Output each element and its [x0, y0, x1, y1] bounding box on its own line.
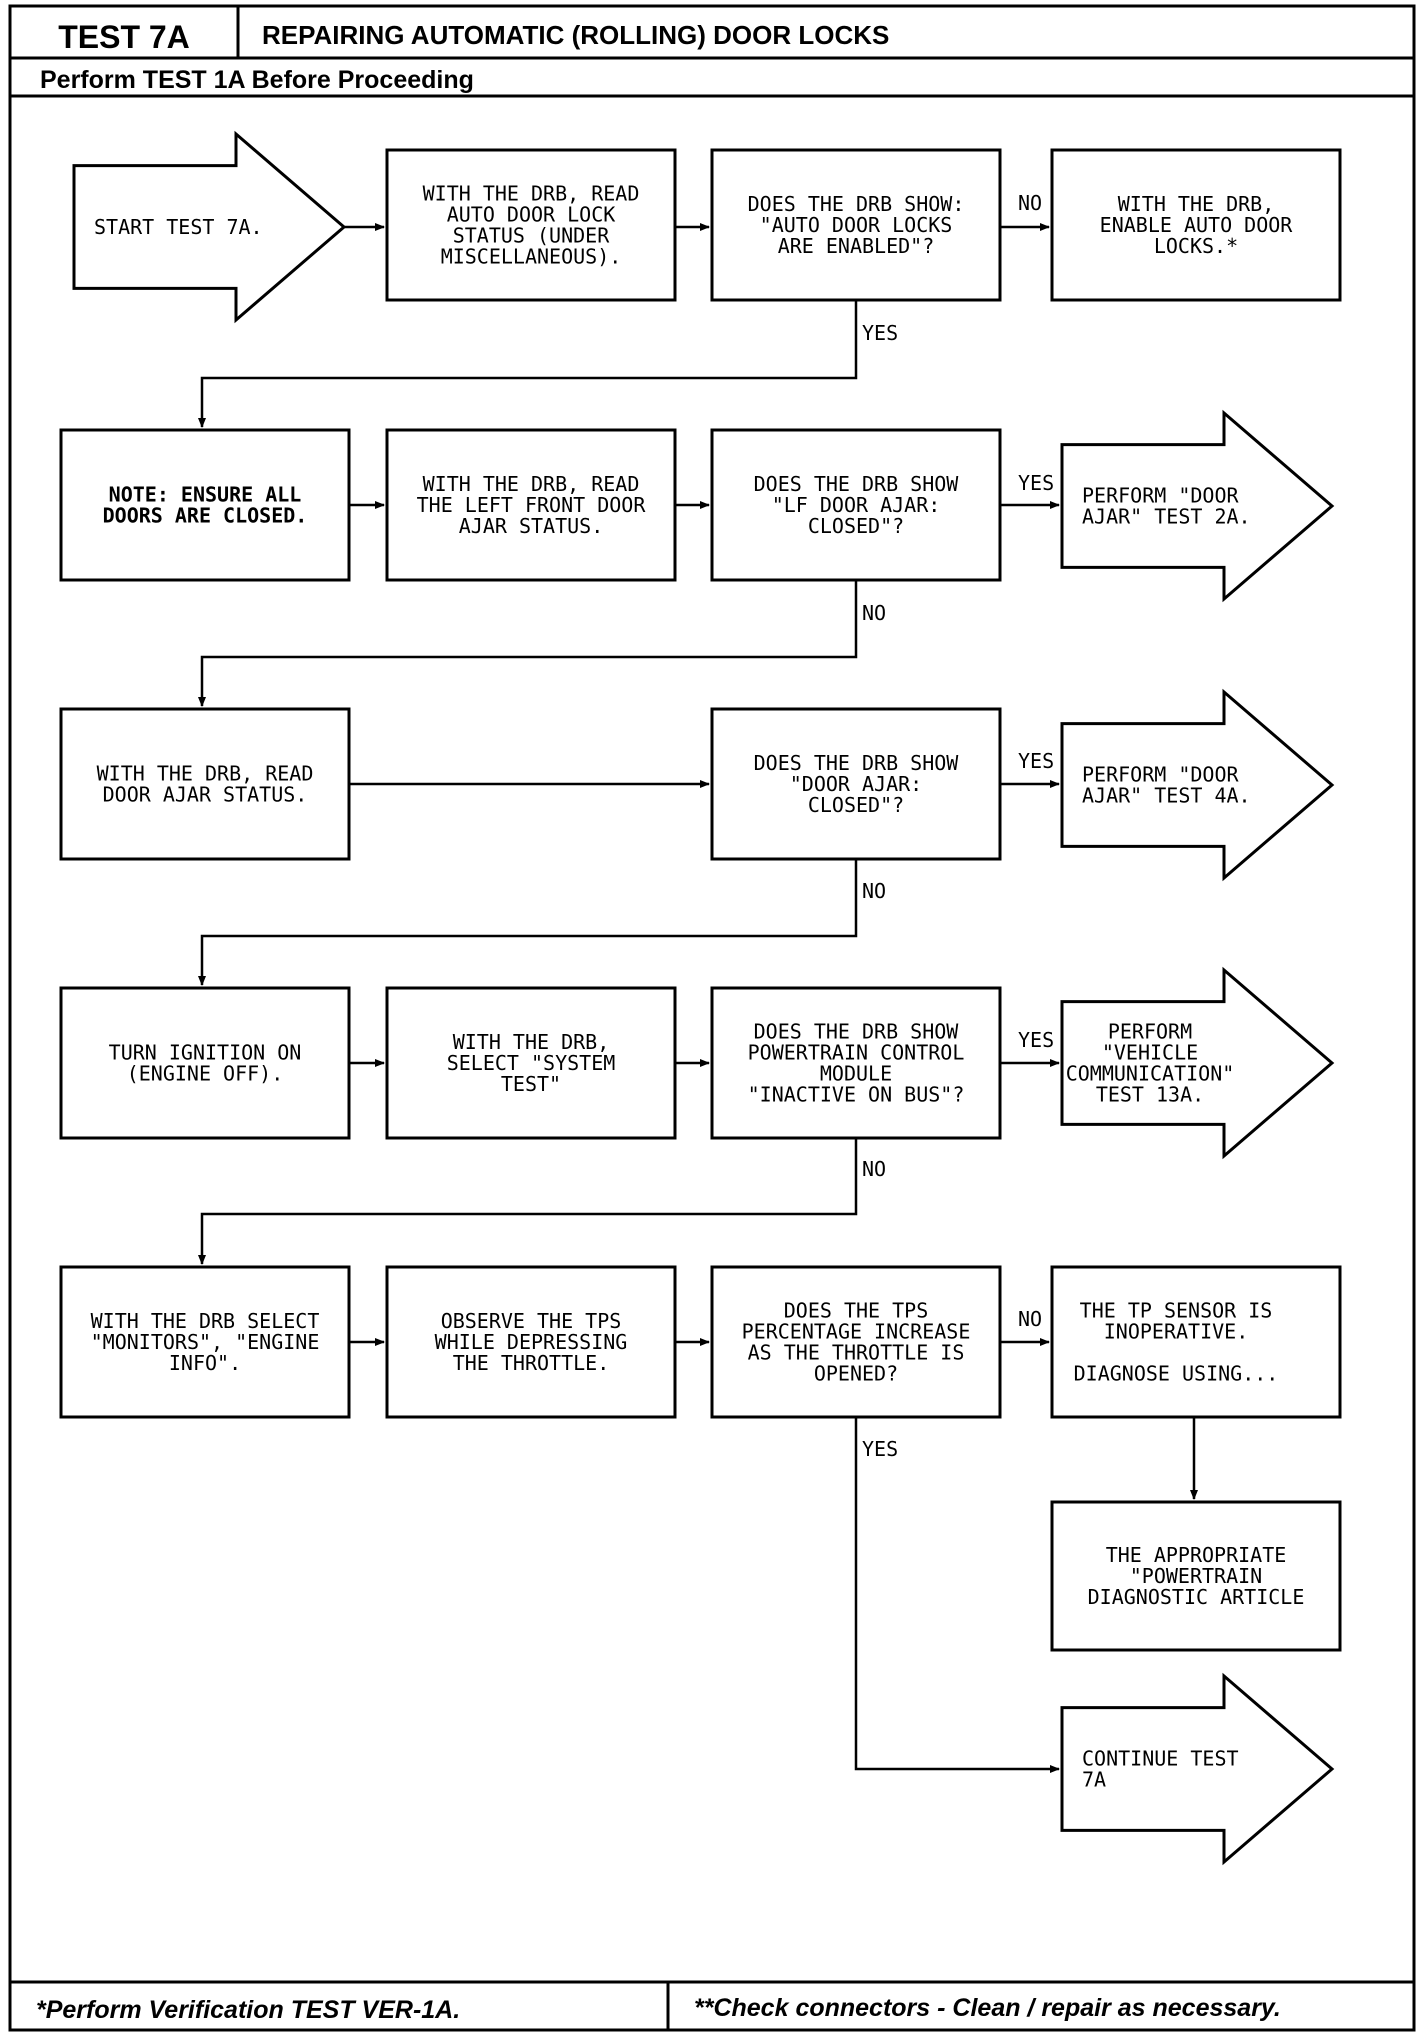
connector-arrow: [198, 300, 858, 428]
flowchart-shapes: [59, 130, 1342, 1866]
node-read-door-ajar-box: [59, 707, 351, 861]
node-note-closed-box: [59, 428, 351, 582]
node-continue-7a-arrow-shape: [1060, 1672, 1335, 1866]
node-select-system-test-box: [385, 986, 677, 1140]
connector-arrow: [198, 859, 858, 986]
footer-note-right: **Check connectors - Clean / repair as n…: [694, 1994, 1281, 2022]
node-tp-inoperative-box: [1050, 1265, 1342, 1419]
node-ignition-on-box: [59, 986, 351, 1140]
branch-label-no-2: NO: [862, 601, 886, 625]
node-q-pcm-inactive-box: [710, 986, 1002, 1140]
branch-label-no-4: NO: [862, 1157, 886, 1181]
branch-label-yes-3: YES: [1018, 749, 1054, 773]
node-q-door-closed-box: [710, 707, 1002, 861]
flowchart-connectors: [198, 223, 1198, 1773]
connector-arrow: [854, 1417, 1060, 1773]
node-appropriate-article-box: [1050, 1500, 1342, 1652]
page-title: REPAIRING AUTOMATIC (ROLLING) DOOR LOCKS: [262, 20, 889, 50]
branch-label-yes-1: YES: [862, 321, 898, 345]
branch-label-no-1: NO: [1018, 191, 1042, 215]
connector-arrow: [198, 580, 858, 707]
node-q-door-closed-text: DOES THE DRB SHOW"DOOR AJAR:CLOSED"?: [754, 751, 960, 817]
node-q-lf-closed-text: DOES THE DRB SHOW"LF DOOR AJAR:CLOSED"?: [754, 472, 960, 538]
node-test-4a-arrow-shape: [1060, 688, 1335, 882]
node-read-lf-ajar-box: [385, 428, 677, 582]
node-ignition-on-text: TURN IGNITION ON(ENGINE OFF).: [109, 1041, 302, 1086]
node-start-text: START TEST 7A.: [94, 215, 263, 239]
outer-border: [8, 4, 1416, 2032]
branch-label-yes-4: YES: [1018, 1028, 1054, 1052]
node-test-13a-arrow-shape: [1060, 966, 1335, 1160]
prerequisite-note: Perform TEST 1A Before Proceeding: [40, 66, 474, 94]
test-id: TEST 7A: [58, 19, 190, 55]
branch-label-no-3: NO: [862, 879, 886, 903]
connector-arrow: [198, 1138, 858, 1265]
branch-label-no-5: NO: [1018, 1307, 1042, 1331]
node-enable-auto-box: [1050, 148, 1342, 302]
node-read-auto-lock-box: [385, 148, 677, 302]
node-start-arrow-shape: [72, 130, 347, 324]
footer-note-left: *Perform Verification TEST VER-1A.: [36, 1996, 460, 2024]
node-q-lf-closed-box: [710, 428, 1002, 582]
branch-label-yes-5: YES: [862, 1437, 898, 1461]
branch-label-yes-2: YES: [1018, 471, 1054, 495]
node-test-2a-arrow-shape: [1060, 409, 1335, 603]
